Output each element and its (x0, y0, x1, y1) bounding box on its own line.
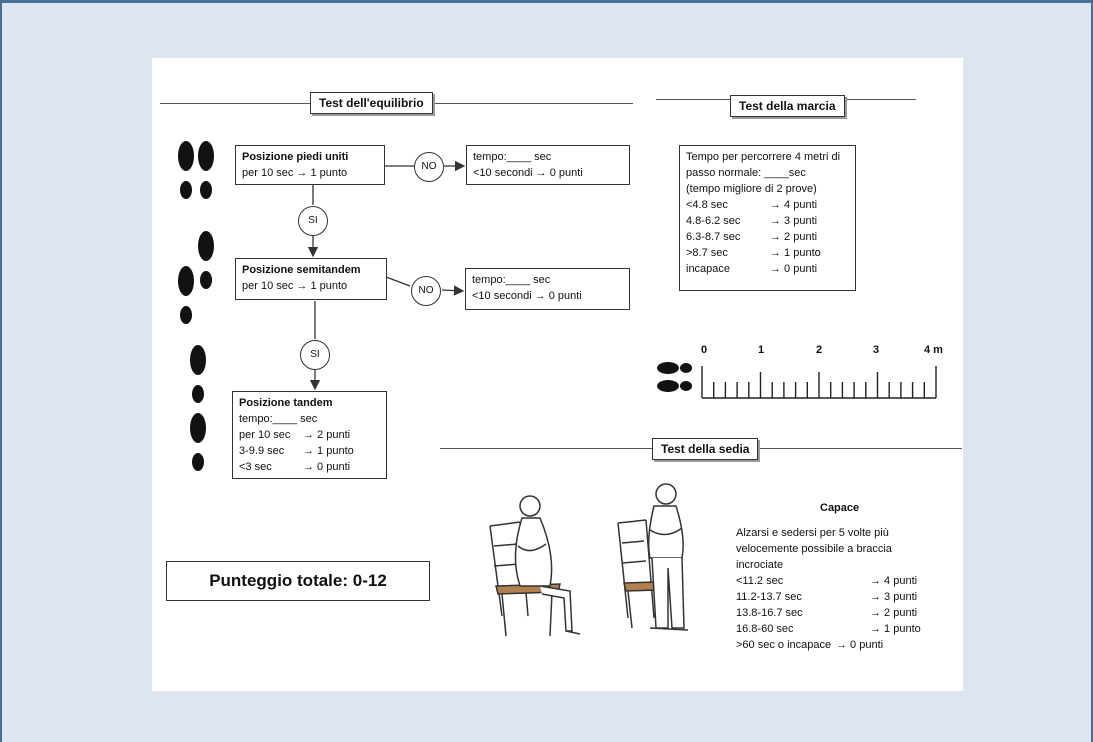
chair-capable-title: Capace (820, 502, 860, 514)
ruler-label-1: 1 (758, 344, 765, 356)
balance-test-title: Test dell'equilibrio (310, 92, 433, 114)
gait-row: incapace→ 0 punti (686, 263, 818, 275)
gait-row: <4.8 sec→ 4 punti (686, 199, 818, 211)
ruler-label-4: 4 m (924, 344, 943, 356)
feet-together-icon (178, 141, 214, 199)
tandem-row: per 10 sec→ 2 punti (239, 429, 351, 441)
step-semitandem-box: Posizione semitandem per 10 sec → 1 punt… (235, 258, 387, 300)
fail-box-1-score: <10 secondi → 0 punti (473, 167, 583, 179)
gait-score-box: Tempo per percorrere 4 metri di passo no… (679, 145, 856, 291)
si-circle-2: SI (300, 340, 330, 370)
gait-row: >8.7 sec→ 1 punto (686, 247, 821, 259)
gait-test-title: Test della marcia (730, 95, 845, 117)
balance-flow-arrows (307, 160, 466, 391)
chair-row: 11.2-13.7 sec→ 3 punti (736, 591, 918, 603)
step-tandem-box: Posizione tandem tempo:____ sec per 10 s… (232, 391, 387, 479)
fail-box-1: tempo:____ sec <10 secondi → 0 punti (466, 145, 630, 185)
no-circle-1: NO (414, 152, 444, 182)
gait-row: 4.8-6.2 sec→ 3 punti (686, 215, 818, 227)
gait-desc-3: (tempo migliore di 2 prove) (686, 183, 817, 195)
footprints-illustration (178, 141, 214, 471)
feet-semitandem-icon (178, 231, 214, 324)
measuring-ruler (657, 362, 937, 399)
step-feet-together-box: Posizione piedi uniti per 10 sec → 1 pun… (235, 145, 385, 185)
fail-box-2-time: tempo:____ sec (472, 274, 551, 286)
chair-description: Alzarsi e sedersi per 5 volte più veloce… (736, 525, 936, 653)
ruler-label-2: 2 (816, 344, 823, 356)
ruler-label-3: 3 (873, 344, 880, 356)
chair-row: 16.8-60 sec→ 1 punto (736, 623, 921, 635)
step-feet-together-title: Posizione piedi uniti (242, 151, 349, 163)
fail-box-2-score: <10 secondi → 0 punti (472, 290, 582, 302)
person-standing-illustration (617, 483, 689, 631)
step-semitandem-title: Posizione semitandem (242, 264, 361, 276)
ruler-label-0: 0 (701, 344, 708, 356)
feet-tandem-icon (190, 345, 206, 471)
fail-box-2: tempo:____ sec <10 secondi → 0 punti (465, 268, 630, 310)
chair-test-title: Test della sedia (652, 438, 759, 460)
figure-sheet: Test dell'equilibrio Test della marcia (152, 58, 963, 691)
person-seated-illustration (489, 495, 581, 637)
chair-row: <11.2 sec→ 4 punti (736, 575, 918, 587)
total-score-box: Punteggio totale: 0-12 (166, 561, 430, 601)
tandem-row: 3-9.9 sec→ 1 punto (239, 445, 354, 457)
fail-box-1-time: tempo:____ sec (473, 151, 552, 163)
gait-row: 6.3-8.7 sec→ 2 punti (686, 231, 818, 243)
gait-desc-2: passo normale: ____sec (686, 167, 806, 179)
step-tandem-time: tempo:____ sec (239, 413, 318, 425)
si-circle-1: SI (298, 206, 328, 236)
tandem-row: <3 sec→ 0 punti (239, 461, 351, 473)
feet-start-icon (657, 362, 692, 392)
step-feet-together-score: per 10 sec → 1 punto (242, 167, 348, 179)
chair-row: 13.8-16.7 sec→ 2 punti (736, 607, 918, 619)
chair-row: >60 sec o incapace→ 0 punti (736, 639, 884, 651)
no-circle-2: NO (411, 276, 441, 306)
gait-desc-1: Tempo per percorrere 4 metri di (686, 151, 841, 163)
step-semitandem-score: per 10 sec → 1 punto (242, 280, 348, 292)
step-tandem-title: Posizione tandem (239, 397, 333, 409)
